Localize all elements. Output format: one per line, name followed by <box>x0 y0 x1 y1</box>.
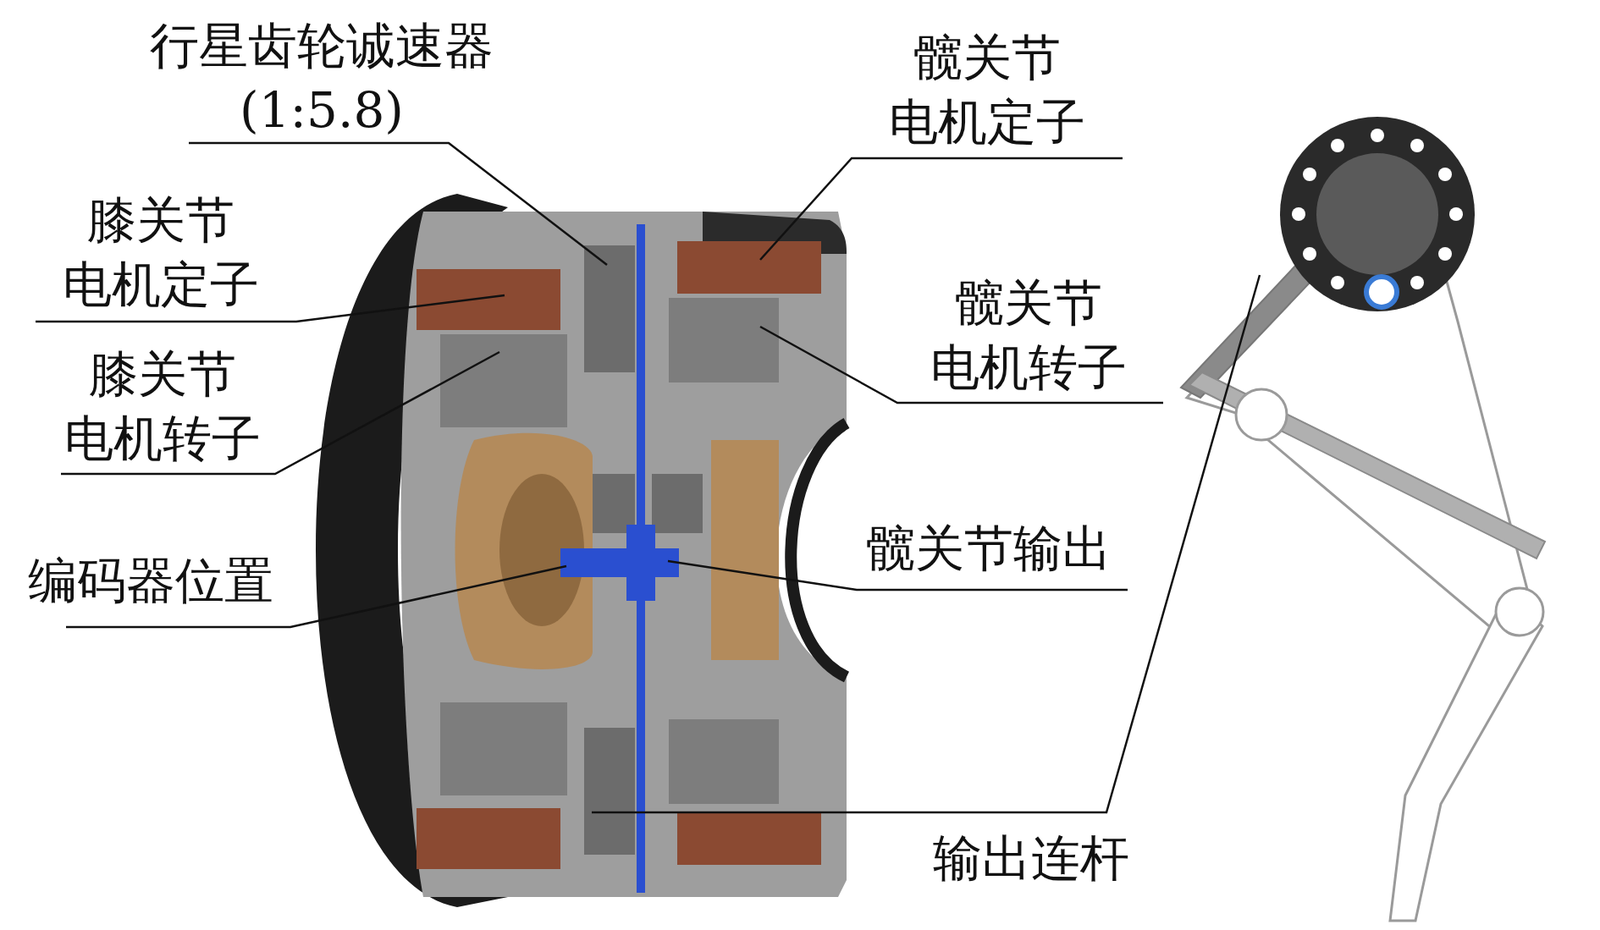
part-label: 髋关节 电机定子 <box>872 25 1102 155</box>
part-label: 膝关节 电机定子 <box>46 187 276 317</box>
part-label: 编码器位置 <box>27 548 274 613</box>
part-label: 髋关节 电机转子 <box>914 270 1143 400</box>
leg-drawing <box>1180 116 1545 922</box>
motor-cutaway <box>315 193 847 908</box>
part-label: 膝关节 电机转子 <box>48 342 277 471</box>
leader-lines <box>35 143 1260 813</box>
part-label: 输出连杆 <box>932 826 1130 891</box>
part-label: 行星齿轮诚速器 (1:5.8) <box>131 13 513 143</box>
part-label: 髋关节输出 <box>866 516 1112 581</box>
